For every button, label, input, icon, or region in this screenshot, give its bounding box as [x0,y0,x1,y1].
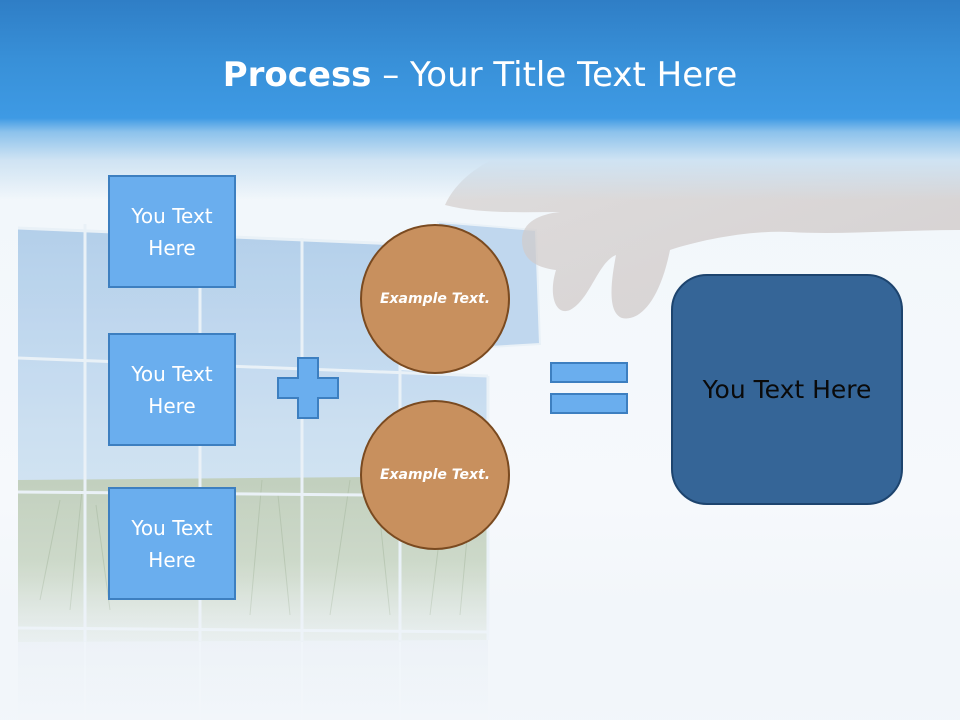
text-box-label: You Text Here [131,361,213,418]
equals-bar-top [550,362,628,383]
circle-label: Example Text. [379,290,491,307]
equals-icon[interactable] [550,362,628,414]
example-circle-2[interactable]: Example Text. [360,400,510,550]
plus-icon[interactable] [277,357,339,419]
text-box-label: You Text Here [131,515,213,572]
title-bold: Process [222,55,372,95]
text-box-2[interactable]: You Text Here [108,333,236,446]
result-box[interactable]: You Text Here [671,274,903,505]
text-box-3[interactable]: You Text Here [108,487,236,600]
text-box-label: You Text Here [131,203,213,260]
header-band [0,0,960,200]
title-rest: – Your Title Text Here [371,55,738,95]
result-box-label: You Text Here [702,375,872,404]
equals-bar-bottom [550,393,628,414]
example-circle-1[interactable]: Example Text. [360,224,510,374]
slide-title[interactable]: Process – Your Title Text Here [0,50,960,100]
text-box-1[interactable]: You Text Here [108,175,236,288]
circle-label: Example Text. [379,466,491,483]
